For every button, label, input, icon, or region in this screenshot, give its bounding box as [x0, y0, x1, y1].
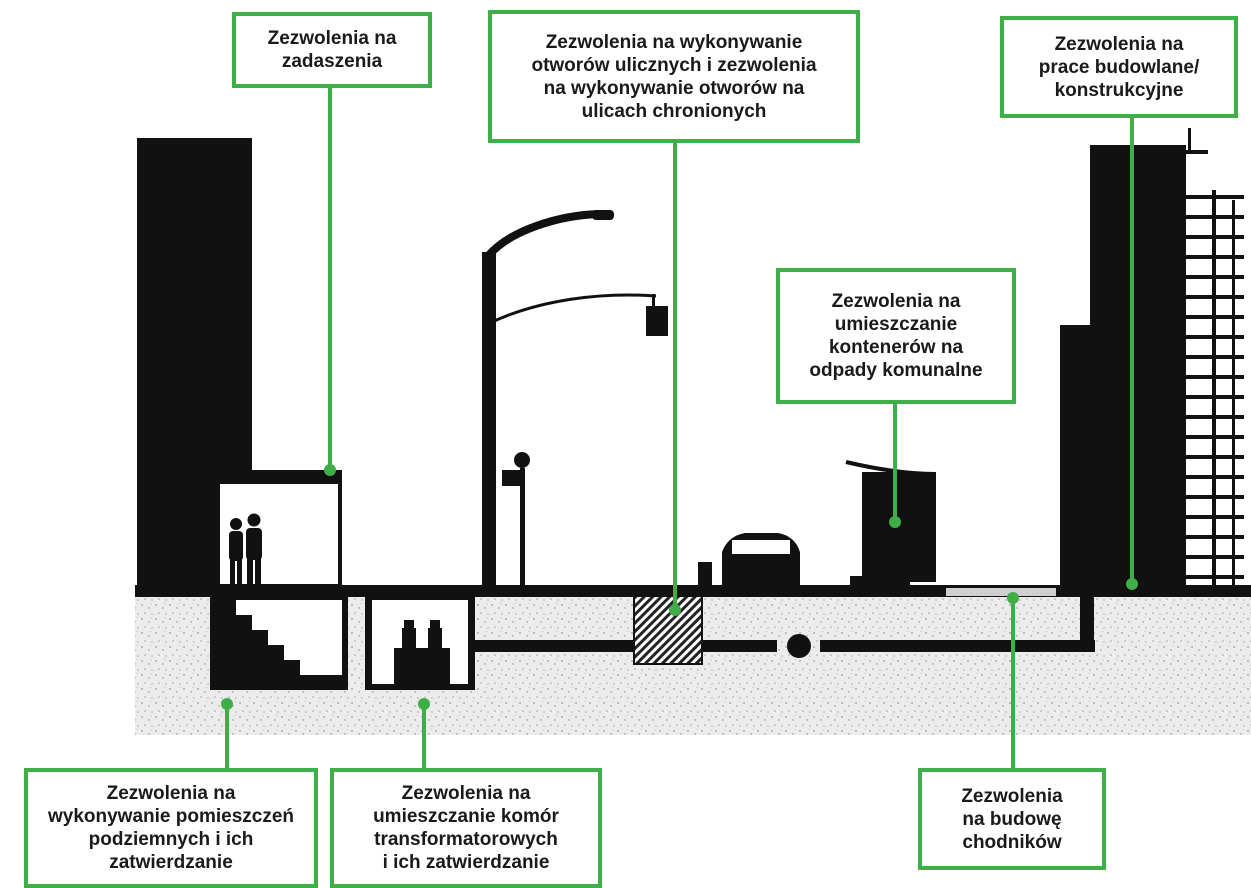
label-sidewalks-text: Zezwolenia na budowę chodników: [961, 785, 1063, 853]
label-construction: Zezwolenia na prace budowlane/ konstrukc…: [1000, 16, 1238, 118]
label-street-openings: Zezwolenia na wykonywanie otworów uliczn…: [488, 10, 860, 143]
connector-lines: [225, 86, 1134, 770]
pedestrians: [229, 513, 262, 586]
new-sidewalk: [946, 588, 1056, 596]
waste-container: [845, 460, 937, 586]
label-awnings: Zezwolenia na zadaszenia: [232, 12, 432, 88]
label-vaults-text: Zezwolenia na wykonywanie pomieszczeń po…: [47, 783, 295, 873]
label-construction-text: Zezwolenia na prace budowlane/ konstrukc…: [1038, 33, 1200, 101]
street-opening: [633, 595, 703, 665]
connector-dots: [221, 464, 1138, 710]
traffic-signal: [491, 293, 668, 586]
label-transformer-vaults: Zezwolenia na umieszczanie komór transfo…: [330, 768, 602, 888]
label-awnings-text: Zezwolenia na zadaszenia: [267, 28, 397, 72]
label-street-openings-text: Zezwolenia na wykonywanie otworów uliczn…: [531, 31, 817, 122]
label-waste-containers-text: Zezwolenia na umieszczanie kontenerów na…: [809, 291, 983, 381]
vault-stairs: [218, 600, 342, 684]
label-waste-containers: Zezwolenia na umieszczanie kontenerów na…: [776, 268, 1016, 404]
label-transformer-vaults-text: Zezwolenia na umieszczanie komór transfo…: [373, 783, 559, 873]
left-building-upper: [137, 138, 252, 483]
street-lamp: [482, 210, 614, 588]
transformers: [394, 620, 450, 684]
car: [698, 533, 800, 586]
pipe-section: [787, 634, 811, 658]
label-vaults: Zezwolenia na wykonywanie pomieszczeń po…: [24, 768, 318, 888]
label-sidewalks: Zezwolenia na budowę chodników: [918, 768, 1106, 870]
pipe-drop: [1080, 596, 1094, 652]
utility-pipe-left: [475, 640, 777, 652]
utility-pipe-right: [820, 640, 1095, 652]
right-building: [1060, 128, 1244, 590]
